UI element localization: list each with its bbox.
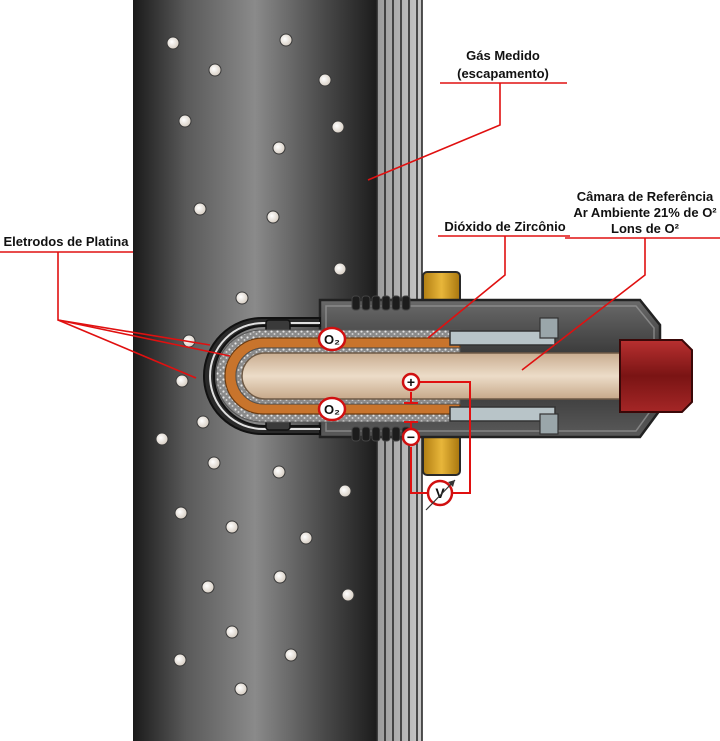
- seal-sleeve-bottom: [449, 406, 556, 422]
- label-measured-gas: Gás Medido: [466, 48, 540, 63]
- label-platinum-electrodes: Eletrodos de Platina: [4, 234, 130, 249]
- sensor-shield: [203, 317, 321, 435]
- label-measured-gas-sub: (escapamento): [457, 66, 549, 81]
- oxygen-badge-bottom: O₂: [317, 396, 347, 422]
- voltmeter: V: [425, 479, 456, 511]
- label-reference-air: Ar Ambiente 21% de O²: [573, 205, 717, 220]
- label-zirconium-dioxide: Dióxido de Zircônio: [444, 219, 565, 234]
- sensor-cap: [619, 339, 693, 413]
- oxygen-badge-top: O₂: [317, 326, 347, 352]
- oxygen-badge-top-text: O₂: [324, 332, 340, 347]
- leader-lines: [0, 82, 720, 379]
- label-reference-chamber: Câmara de Referência: [577, 189, 714, 204]
- voltmeter-arrow-icon: [425, 479, 456, 511]
- oxygen-badge-bottom-text: O₂: [324, 402, 340, 417]
- positive-terminal: +: [401, 372, 421, 392]
- reference-air-chamber: [241, 352, 621, 400]
- label-reference-ions: Lons de O²: [611, 221, 680, 236]
- seal-sleeve-top: [449, 330, 556, 346]
- voltmeter-text: V: [435, 485, 445, 501]
- negative-terminal-text: −: [407, 429, 415, 445]
- negative-terminal: −: [401, 427, 421, 447]
- positive-terminal-text: +: [407, 374, 415, 390]
